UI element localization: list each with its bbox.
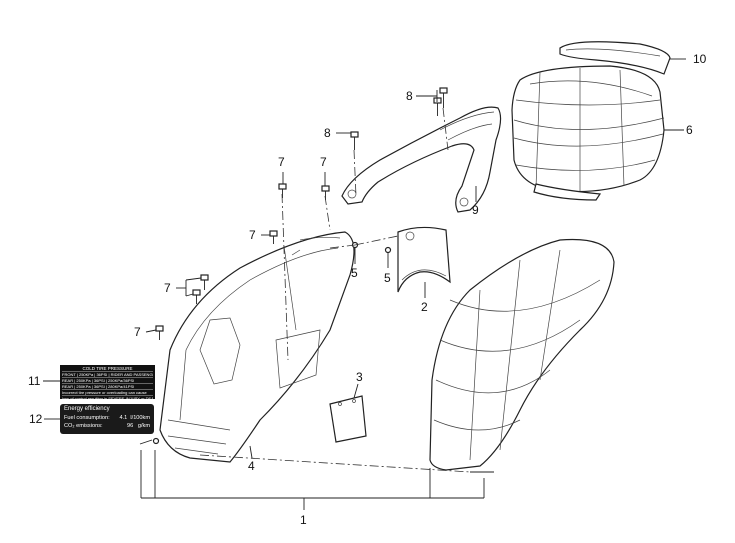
part-1-fasteners — [139, 437, 160, 445]
part-10-backrest-pad — [559, 41, 671, 75]
part-4-storage-compartment — [159, 231, 355, 463]
leader-lines — [43, 58, 686, 510]
callout-6: 6 — [686, 123, 693, 137]
tire-label-row: FRONT | 250KPa | 36PSI | RIDER AND PASSE… — [62, 371, 153, 377]
tire-label-row: Incorrect tire pressure or overloading c… — [62, 389, 153, 395]
callout-12: 12 — [29, 412, 43, 426]
callout-8a: 8 — [406, 89, 413, 103]
callout-7c: 7 — [249, 228, 256, 242]
callout-8b: 8 — [324, 126, 331, 140]
co2-emissions-value: 96 g/km — [126, 423, 150, 429]
callout-1: 1 — [300, 513, 307, 527]
callout-10: 10 — [693, 52, 707, 66]
callout-5b: 5 — [384, 271, 391, 285]
energy-fuel-row: Fuel consumption: 4.1 l/100km — [64, 414, 150, 422]
callout-7d: 7 — [164, 281, 171, 295]
tire-label-row: REAR | 250KPa | 36PSI | 280KPa/41PSI — [62, 383, 153, 389]
energy-co2-row: CO₂ emissions: 96 g/km — [64, 422, 150, 430]
callout-numbers: 10 6 8 8 9 7 7 7 7 7 5 5 2 3 4 11 12 1 — [28, 52, 707, 527]
fuel-consumption-value: 4.1 l/100km — [119, 415, 150, 421]
callout-11: 11 — [28, 374, 41, 388]
part-6-top-case — [511, 65, 665, 201]
callout-7e: 7 — [134, 325, 141, 339]
callout-7a: 7 — [278, 155, 285, 169]
callout-7b: 7 — [320, 155, 327, 169]
energy-label-title: Energy efficiency — [64, 406, 110, 412]
callout-5a: 5 — [351, 266, 358, 280]
callout-3: 3 — [356, 370, 363, 384]
seat-assembly — [429, 238, 615, 473]
bolt-set — [155, 87, 448, 340]
tire-label-row: loss of control resulting in SEVERE INJU… — [62, 395, 153, 401]
part-11-tire-pressure-label: COLD TIRE PRESSURE FRONT | 250KPa | 36PS… — [60, 365, 155, 401]
callout-4: 4 — [248, 459, 255, 473]
part-2-cover-panel — [397, 226, 451, 293]
part-12-energy-efficiency-label: Energy efficiency Fuel consumption: 4.1 … — [60, 404, 154, 434]
alignment-lines — [199, 107, 471, 473]
callout-9: 9 — [472, 203, 479, 217]
co2-emissions-label: CO₂ emissions: — [64, 423, 103, 429]
tire-label-title: COLD TIRE PRESSURE — [82, 366, 133, 371]
tire-label-row: REAR | 250KPa | 36PSI | 250KPa/36PSI — [62, 377, 153, 383]
callout-2: 2 — [421, 300, 428, 314]
part-3-plate — [329, 395, 367, 443]
part-9-rear-carrier — [341, 106, 502, 213]
fuel-consumption-label: Fuel consumption: — [64, 415, 110, 421]
